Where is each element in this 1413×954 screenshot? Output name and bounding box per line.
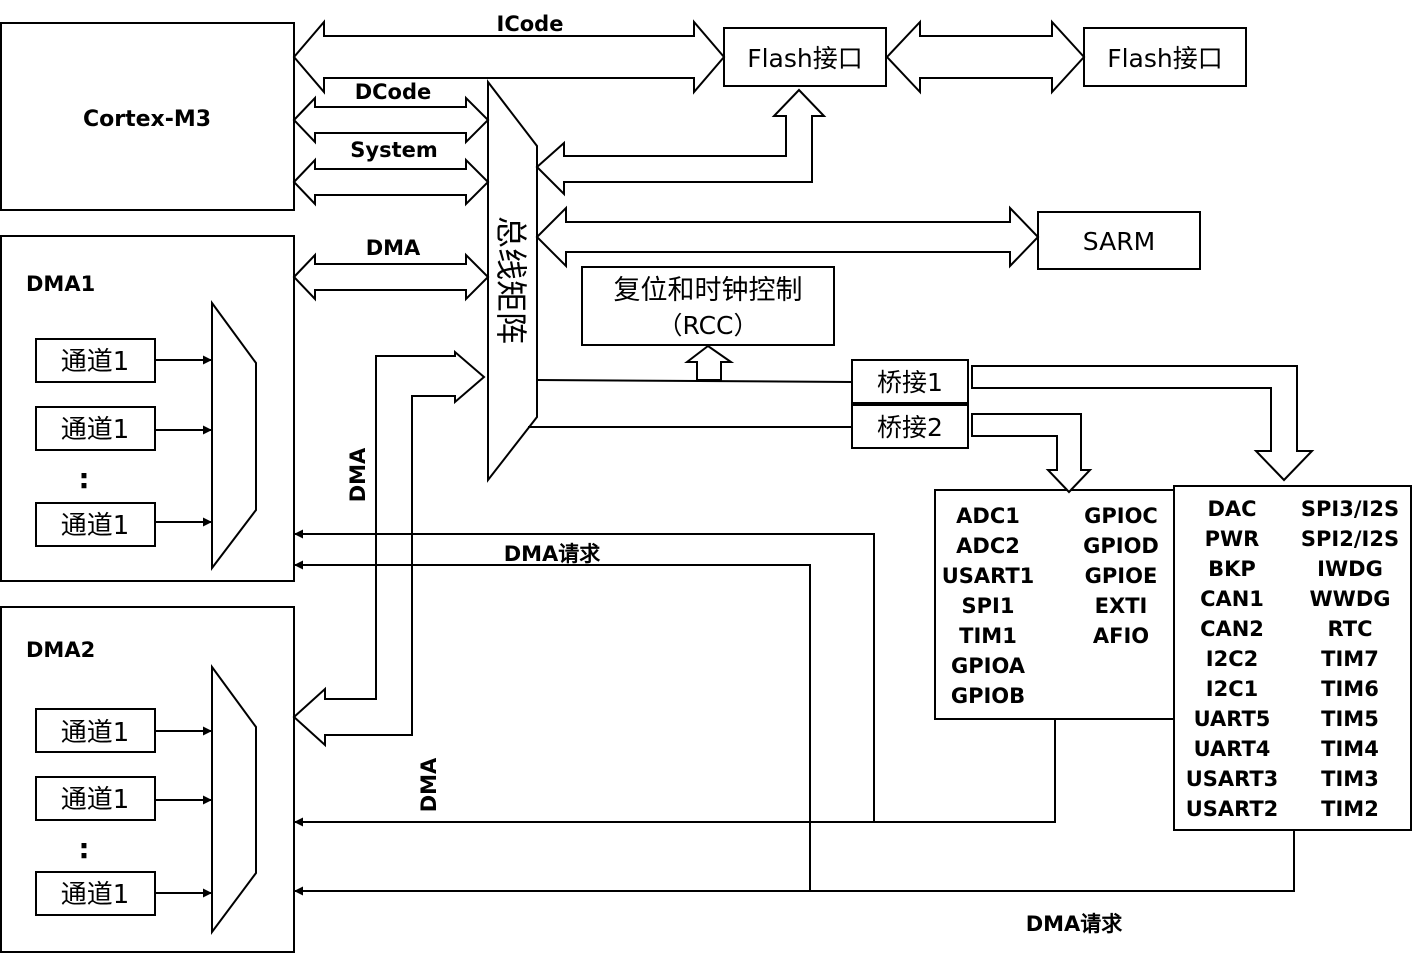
dma-request-line (294, 529, 875, 822)
peripheral-label: UART5 (1194, 707, 1271, 731)
dma2-channel-label: 通道1 (61, 718, 130, 748)
peripheral-label: USART1 (942, 564, 1035, 588)
dma1-channel-box (35, 502, 156, 547)
dma2-multiplexer (211, 663, 257, 936)
sram-label: SARM (1083, 227, 1155, 256)
peripheral-label: DAC (1207, 497, 1256, 521)
peripheral-label: EXTI (1095, 594, 1148, 618)
matrix-to-flash-arrow (535, 88, 827, 197)
icode-bus-label: ICode (497, 12, 564, 36)
dma2-channel-box (35, 871, 156, 916)
dcode-bus-arrow (292, 95, 490, 145)
dma-vertical-label: DMA (417, 757, 441, 812)
dma-request-line (294, 719, 1056, 827)
rcc-label-line2: （RCC） (657, 311, 758, 340)
peripheral-label: SPI3/I2S (1301, 497, 1399, 521)
peripheral-label: BKP (1208, 557, 1256, 581)
peripheral-label: RTC (1328, 617, 1373, 641)
peripheral-label: I2C1 (1206, 677, 1258, 701)
rcc-up-arrow (684, 344, 735, 381)
flash-interface-label-2: Flash接口 (1107, 44, 1223, 73)
sram-box (1037, 211, 1201, 270)
dma1-channel-label: 通道1 (61, 415, 130, 445)
dma-vertical-label: DMA (346, 447, 370, 502)
peripheral-label: USART3 (1186, 767, 1279, 791)
peripheral-label: TIM4 (1321, 737, 1379, 761)
cpu-label: Cortex-M3 (83, 107, 211, 132)
peripheral-label: CAN1 (1200, 587, 1264, 611)
peripheral-label: TIM7 (1321, 647, 1379, 671)
dma2-channel-label: 通道1 (61, 785, 130, 815)
peripheral-label: GPIOA (951, 654, 1026, 678)
dma2-to-bus-matrix-arrow (292, 349, 486, 748)
flash-to-flash-arrow (885, 19, 1086, 95)
dma-request-line (294, 560, 811, 891)
apb1-right-list: SPI3/I2S SPI2/I2S IWDG WWDG RTC TIM7TIM6TIM5T… (1301, 497, 1399, 821)
dma2-channel-box (35, 776, 156, 821)
dcode-bus-label: DCode (355, 80, 432, 104)
peripheral-label: ADC2 (956, 534, 1020, 558)
peripheral-label: GPIOB (951, 684, 1025, 708)
sram-bus-arrow (535, 205, 1040, 269)
peripheral-label: TIM6 (1321, 677, 1379, 701)
dma2-title: DMA2 (26, 638, 95, 662)
bus-matrix-label: 总线矩阵 (492, 216, 530, 344)
dma-request-line (294, 830, 1295, 896)
dma1-title: DMA1 (26, 272, 95, 296)
peripheral-label: USART2 (1186, 797, 1279, 821)
rcc-label-line1: 复位和时钟控制 (614, 275, 803, 306)
matrix-bridge1-line (536, 379, 853, 383)
peripheral-label: GPIOC (1084, 504, 1158, 528)
peripheral-label: TIM5 (1321, 707, 1379, 731)
apb2-right-list: GPIOC GPIOD GPIOE EXTI AFIO (1083, 504, 1159, 648)
system-bus-arrow (292, 157, 490, 207)
dma-request-label: DMA请求 (1026, 912, 1123, 936)
peripheral-label: WWDG (1310, 587, 1391, 611)
peripheral-label: TIM3 (1321, 767, 1379, 791)
dma1-channel-label: 通道1 (61, 511, 130, 541)
peripheral-label: ADC1 (956, 504, 1020, 528)
peripheral-label: IWDG (1317, 557, 1383, 581)
apb1-left-list: DAC PWR BKP CAN1CAN2I2C2I2C1UART5UART4USART… (1186, 497, 1279, 821)
system-bus-label: System (350, 138, 437, 162)
dma-bus-label: DMA (366, 236, 421, 260)
dma1-ellipsis: : (78, 462, 89, 495)
peripheral-label: GPIOD (1083, 534, 1159, 558)
peripheral-label: CAN2 (1200, 617, 1264, 641)
flash-interface-box-2 (1083, 27, 1247, 87)
peripheral-label: TIM2 (1321, 797, 1379, 821)
dma1-channel-label: 通道1 (61, 347, 130, 377)
dma1-multiplexer (211, 299, 257, 571)
bridge2-label: 桥接2 (877, 413, 943, 442)
dma-bus-arrow (292, 252, 490, 302)
icode-bus-arrow (292, 19, 726, 95)
bridge1-label: 桥接1 (877, 368, 943, 397)
dma-request-label: DMA请求 (504, 542, 601, 566)
cortex-m3-box (0, 22, 295, 211)
bus-matrix-shape (487, 79, 538, 483)
peripheral-label: I2C2 (1206, 647, 1258, 671)
peripheral-label: SPI2/I2S (1301, 527, 1399, 551)
flash-interface-label-1: Flash接口 (747, 44, 863, 73)
dma1-channel-box (35, 338, 156, 383)
apb2-peripheral-box (934, 489, 1176, 720)
dma2-ellipsis: : (78, 832, 89, 865)
apb1-peripheral-box (1173, 485, 1412, 831)
peripheral-label: TIM1 (959, 624, 1017, 648)
peripheral-label: GPIOE (1085, 564, 1158, 588)
peripheral-label: PWR (1205, 527, 1260, 551)
dma1-channel-box (35, 406, 156, 451)
bridge2-to-apb2-arrow (971, 413, 1093, 494)
peripheral-label: SPI1 (962, 594, 1015, 618)
bridge1-to-apb1-arrow (971, 365, 1315, 482)
dma2-channel-label: 通道1 (61, 880, 130, 910)
peripheral-label: AFIO (1093, 624, 1149, 648)
peripheral-label: UART4 (1194, 737, 1271, 761)
